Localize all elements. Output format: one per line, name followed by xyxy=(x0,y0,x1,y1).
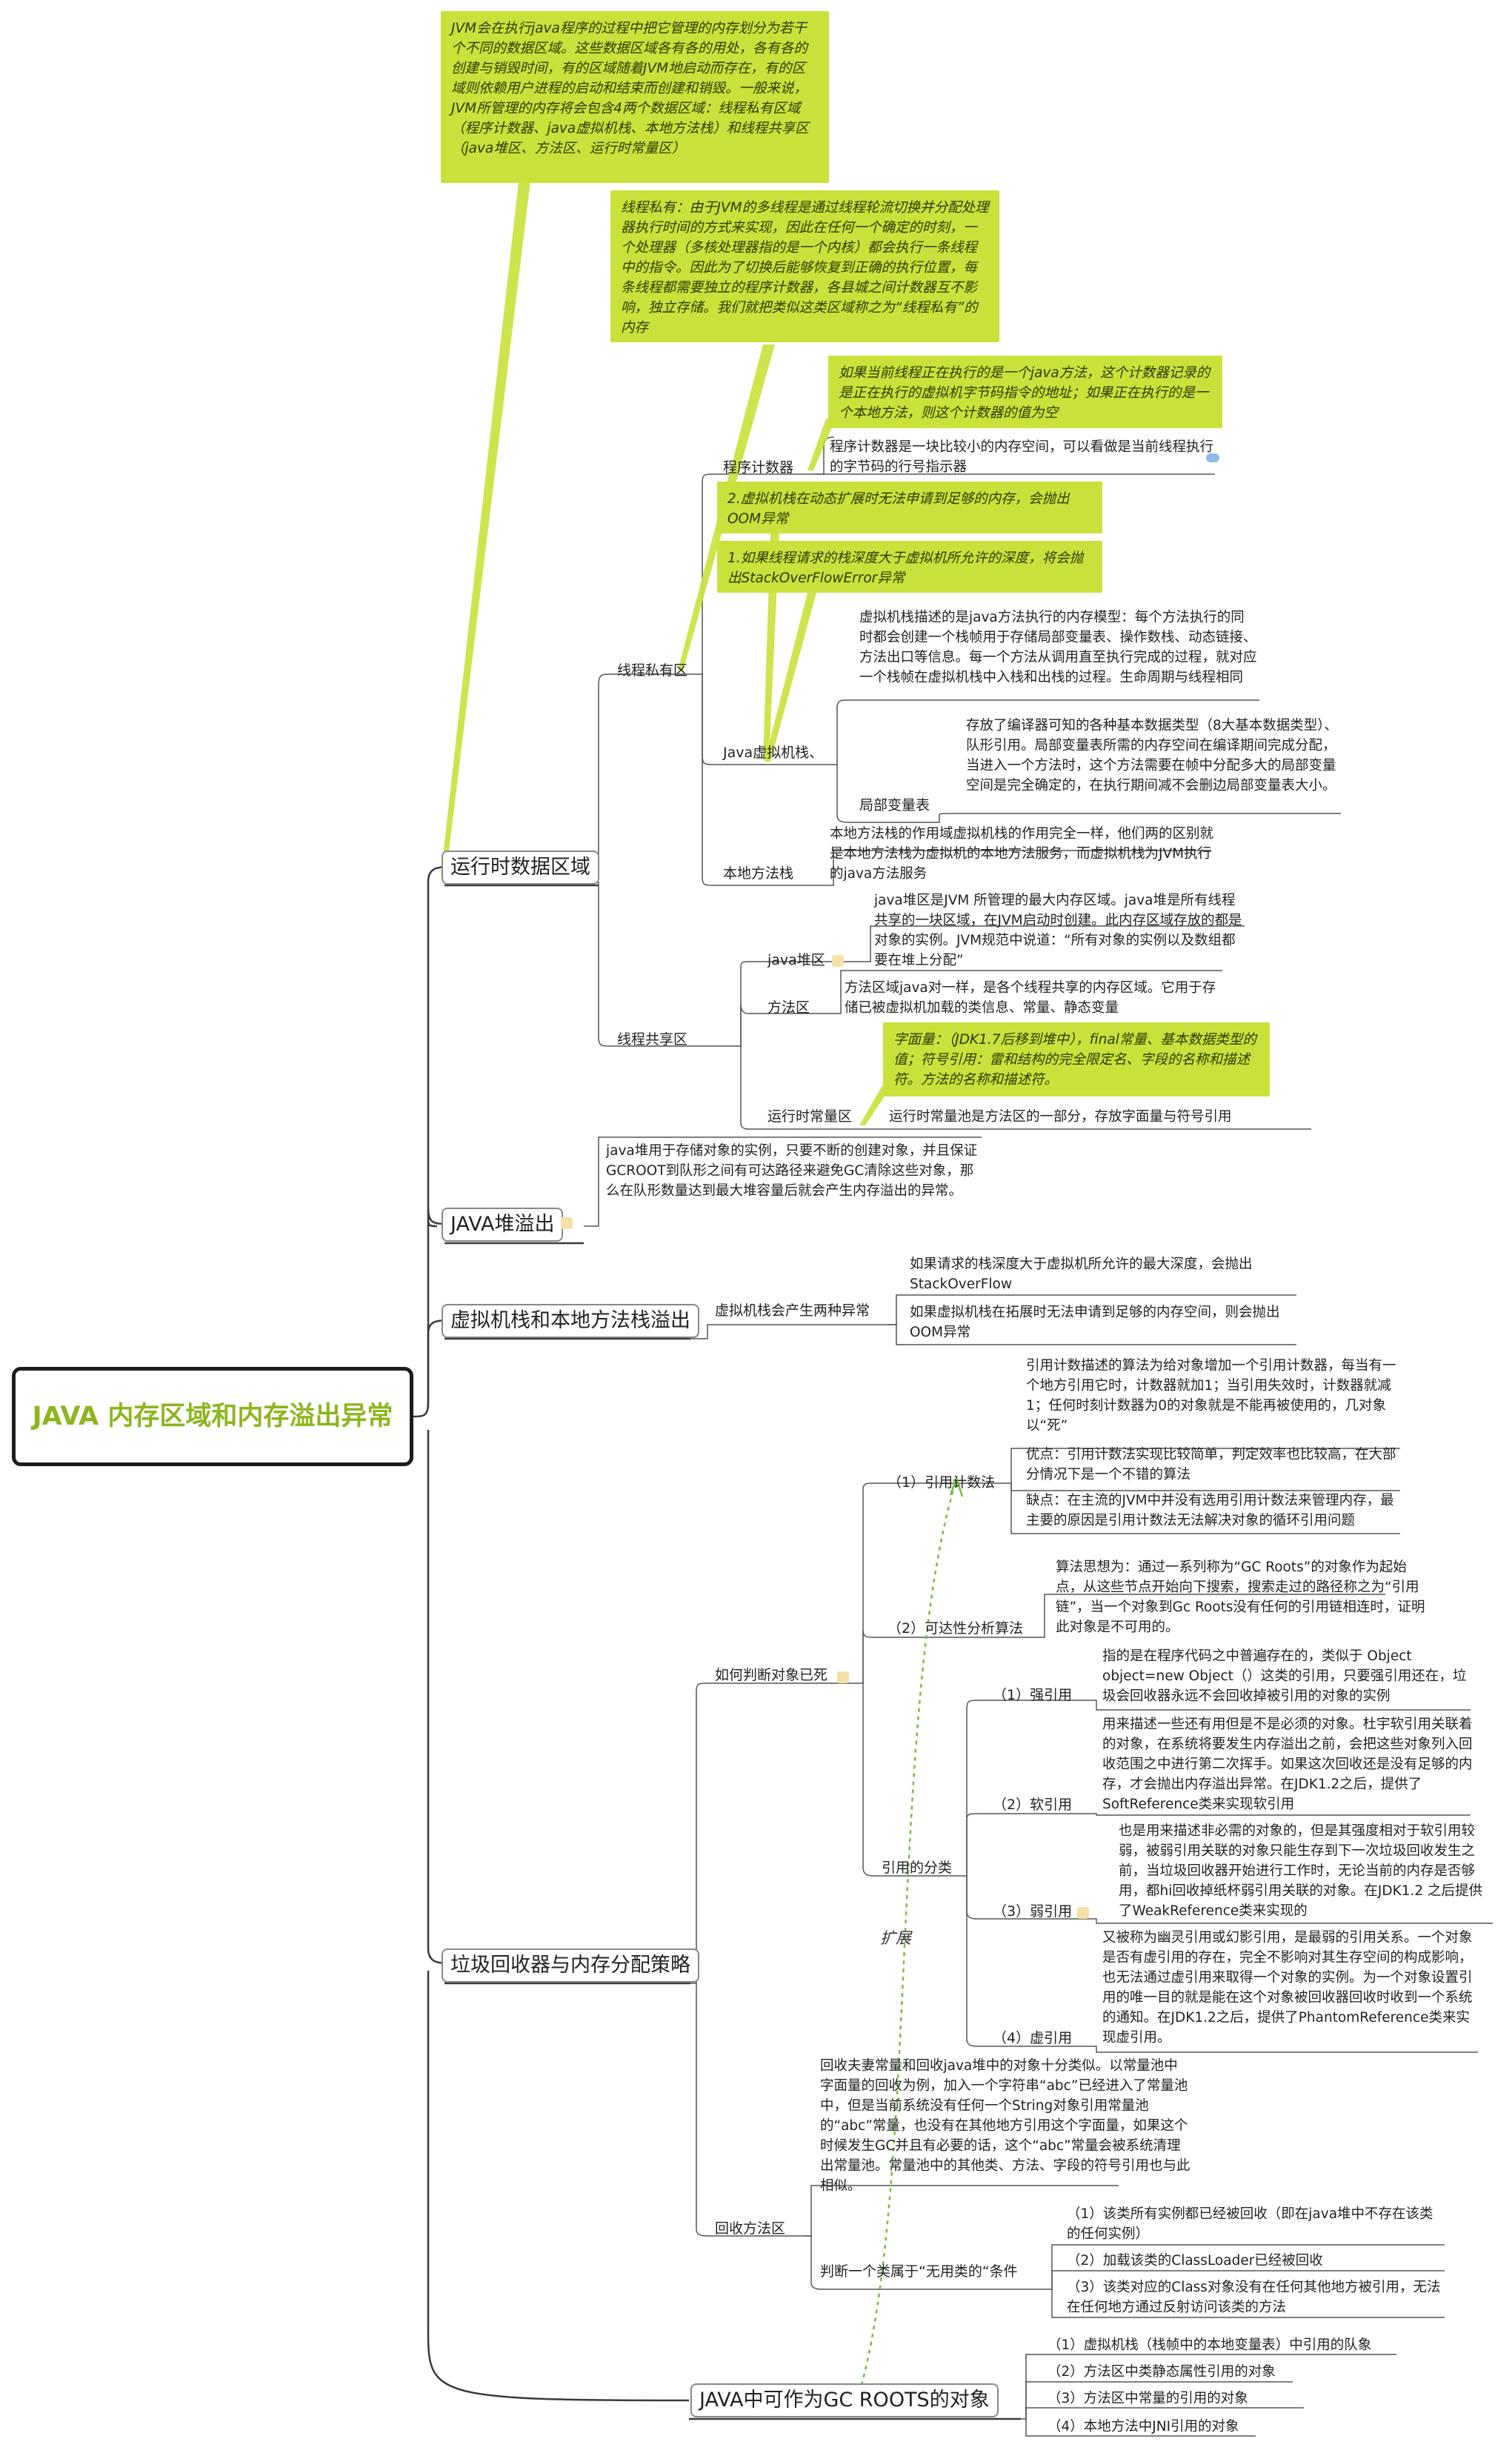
note-pc-native: 如果当前线程正在执行的是一个java方法，这个计数器记录的是正在执行的虚拟机字节… xyxy=(828,356,1222,428)
label-shared: 线程共享区 xyxy=(617,1031,688,1048)
note-icon xyxy=(832,955,844,967)
comment-icon xyxy=(1206,453,1219,462)
refcount-con: 缺点：在主流的JVM中并没有选用引用计数法来管理内存，最主要的原因是引用计数法无… xyxy=(1026,1493,1394,1528)
phantom-desc: 又被称为幽灵引用或幻影引用，是最弱的引用关系。一个对象是否有虚引用的存在，完全不… xyxy=(1102,1930,1473,2046)
recycle-desc: 回收夫妻常量和回收java堆中的对象十分类似。以常量池中字面量的回收为例，加入一… xyxy=(820,2058,1190,2194)
label-pc: 程序计数器 xyxy=(723,459,794,476)
strong-desc: 指的是在程序代码之中普遍存在的，类似于 Object object=new Ob… xyxy=(1102,1648,1467,1704)
note-icon xyxy=(561,1217,573,1229)
root-title: JAVA 内存区域和内存溢出异常 xyxy=(32,1402,393,1431)
label-reachability: （2）可达性分析算法 xyxy=(887,1620,1024,1637)
refcount-pro: 优点：引用计数法实现比较简单，判定效率也比较高，在大部分情况下是一个不错的算法 xyxy=(1026,1447,1396,1482)
gc-root-4: （4）本地方法中JNI引用的对象 xyxy=(1048,2419,1239,2434)
method-area-desc: 方法区域java对一样，是各个线程共享的内存区域。它用于存储已被虚拟机加载的类信… xyxy=(845,980,1216,1016)
note-sof: 1.如果线程请求的栈深度大于虚拟机所允许的深度，将会抛出StackOverFlo… xyxy=(717,541,1102,593)
label-method-area: 方法区 xyxy=(767,999,810,1016)
useless-cond-1: （1）该类所有实例都已经被回收（即在java堆中不存在该类的任何实例） xyxy=(1067,2206,1433,2242)
note-thread-private: 线程私有：由于JVM的多线程是通过线程轮流切换并分配处理器执行时间的方式来实现，… xyxy=(610,190,999,342)
branch-stack-overflow[interactable]: 虚拟机栈和本地方法栈溢出 xyxy=(442,1304,699,1338)
gc-root-2: （2）方法区中类静态属性引用的对象 xyxy=(1048,2364,1276,2380)
stack-case1: 如果请求的栈深度大于虚拟机所允许的最大深度，会抛出StackOverFlow xyxy=(910,1257,1253,1292)
note-icon xyxy=(1077,1907,1089,1919)
label-weak-ref: （3）弱引用 xyxy=(993,1903,1073,1920)
gc-root-1: （1）虚拟机栈（栈帧中的本地变量表）中引用的队象 xyxy=(1048,2337,1372,2353)
label-local-vars: 局部变量表 xyxy=(859,797,930,813)
reach-desc: 算法思想为：通过一系列称为“GC Roots”的对象作为起始点，从这些节点开始向… xyxy=(1056,1560,1425,1635)
stack-case2: 如果虚拟机栈在拓展时无法申请到足够的内存空间，则会抛出OOM异常 xyxy=(910,1305,1280,1340)
label-strong-ref: （1）强引用 xyxy=(993,1687,1073,1703)
note-icon xyxy=(837,1671,849,1683)
native-stack-desc: 本地方法栈的作用域虚拟机栈的作用完全一样，他们两的区别就是本地方法栈为虚拟机的本… xyxy=(830,826,1214,882)
local-vars-desc: 存放了编译器可知的各种基本数据类型（8大基本数据类型）、队形引用。局部变量表所需… xyxy=(966,718,1339,793)
label-ref-types: 引用的分类 xyxy=(882,1860,953,1876)
useless-cond-3: （3）该类对应的Class对象没有在任何其他地方被引用，无法在任何地方通过反射访… xyxy=(1067,2280,1441,2315)
label-recycle-method-area: 回收方法区 xyxy=(715,2220,786,2237)
weak-desc: 也是用来描述非必需的对象的，但是其强度相对于软引用较弱，被弱引用关联的对象只能生… xyxy=(1119,1823,1483,1919)
label-useless-class: 判断一个类属于“无用类的“条件 xyxy=(820,2263,1018,2280)
label-soft-ref: （2）软引用 xyxy=(993,1797,1073,1813)
gc-root-3: （3）方法区中常量的引用的对象 xyxy=(1048,2391,1248,2406)
label-constant-pool: 运行时常量区 xyxy=(767,1108,853,1125)
label-phantom-ref: （4）虚引用 xyxy=(993,2030,1073,2046)
constant-pool-desc: 运行时常量池是方法区的一部分，存放字面量与符号引用 xyxy=(889,1109,1232,1125)
refcount-desc: 引用计数描述的算法为给对象增加一个引用计数器，每当有一个地方引用它时，计数器就加… xyxy=(1026,1358,1396,1434)
note-oom: 2.虚拟机栈在动态扩展时无法申请到足够的内存，会抛出OOM异常 xyxy=(717,482,1102,533)
branch-runtime-data-area[interactable]: 运行时数据区域 xyxy=(442,851,599,885)
label-jvm-stack: Java虚拟机栈、 xyxy=(723,745,824,761)
pc-desc: 程序计数器是一块比较小的内存空间，可以看做是当前线程执行的字节码的行号指示器 xyxy=(830,439,1214,475)
label-two-exceptions: 虚拟机栈会产生两种异常 xyxy=(715,1302,870,1319)
soft-desc: 用来描述一些还有用但是不是必须的对象。杜宇软引用关联着的对象，在系统将要发生内存… xyxy=(1102,1717,1473,1812)
heap-desc: java堆区是JVM 所管理的最大内存区域。java堆是所有线程共享的一块区域，… xyxy=(874,893,1242,968)
label-refcount: （1）引用计数法 xyxy=(887,1474,996,1491)
label-expand: 扩展 xyxy=(880,1929,911,1947)
label-judge-dead: 如何判断对象已死 xyxy=(715,1667,828,1683)
note-constants: 字面量：（JDK1.7后移到堆中），final常量、基本数据类型的值；符号引用：… xyxy=(883,1022,1270,1096)
root-topic[interactable]: JAVA 内存区域和内存溢出异常 xyxy=(12,1367,413,1466)
branch-heap-overflow[interactable]: JAVA堆溢出 xyxy=(442,1208,564,1242)
jvm-stack-desc: 虚拟机栈描述的是java方法执行的内存模型：每个方法执行的同时都会创建一个栈帧用… xyxy=(859,610,1257,685)
branch-gc[interactable]: 垃圾回收器与内存分配策略 xyxy=(442,1948,699,1983)
label-heap: java堆区 xyxy=(767,952,825,968)
useless-cond-2: （2）加载该类的ClassLoader已经被回收 xyxy=(1067,2253,1323,2269)
branch-gc-roots[interactable]: JAVA中可作为GC ROOTS的对象 xyxy=(690,2383,999,2417)
label-thread-private: 线程私有区 xyxy=(617,662,688,679)
note-intro: JVM会在执行java程序的过程中把它管理的内存划分为若干个不同的数据区域。这些… xyxy=(441,11,829,183)
label-native-stack: 本地方法栈 xyxy=(723,865,794,882)
heap-overflow-desc: java堆用于存储对象的实例，只要不断的创建对象，并且保证GCROOT到队形之间… xyxy=(606,1143,978,1199)
